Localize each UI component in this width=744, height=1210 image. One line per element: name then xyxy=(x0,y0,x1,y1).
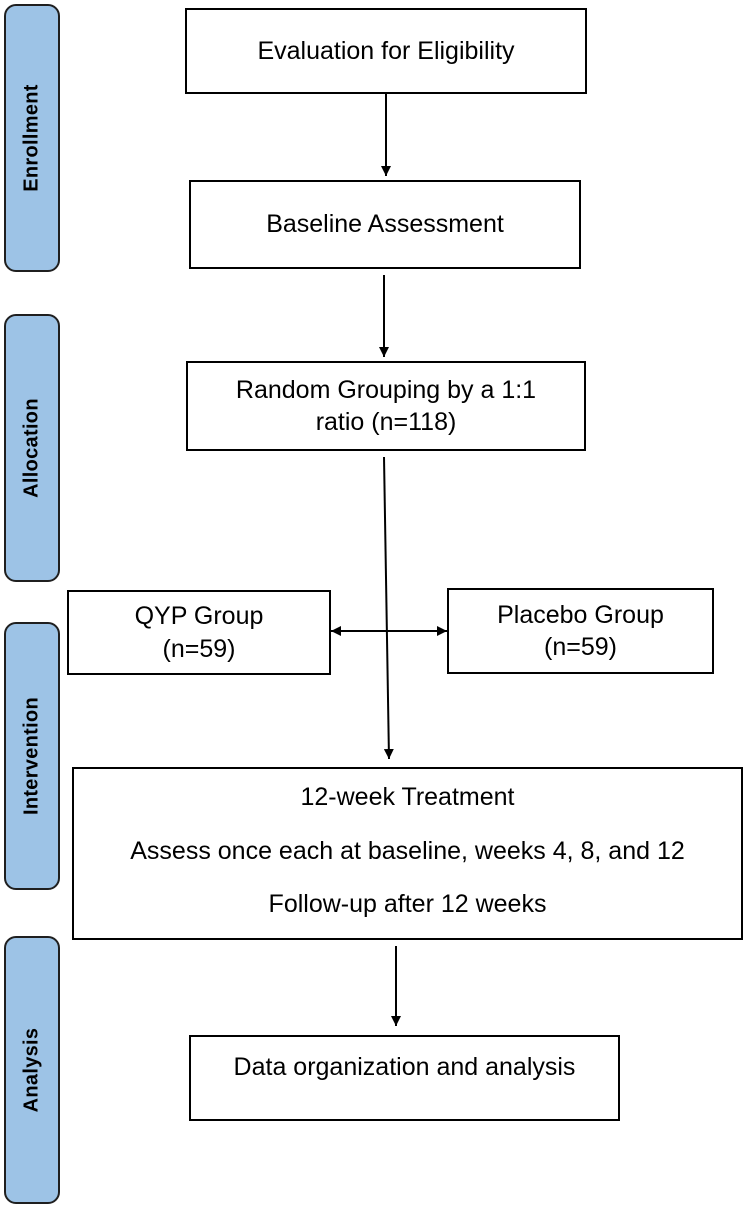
arrow-randomization-to-treatment xyxy=(383,456,394,760)
randomization-text-line1: Random Grouping by a 1:1 xyxy=(235,375,537,404)
placebo-group-box: Placebo Group (n=59) xyxy=(447,588,714,674)
baseline-box: Baseline Assessment xyxy=(189,180,581,269)
randomization-text-line2: ratio (n=118) xyxy=(315,408,457,436)
treatment-followup: Follow-up after 12 weeks xyxy=(268,890,547,918)
randomization-box: Random Grouping by a 1:1 ratio (n=118) xyxy=(186,361,586,451)
analysis-box: Data organization and analysis xyxy=(189,1035,620,1121)
phase-enrollment: Enrollment xyxy=(4,4,60,272)
phase-analysis: Analysis xyxy=(4,936,60,1204)
placebo-group-count: (n=59) xyxy=(544,633,617,661)
treatment-title: 12-week Treatment xyxy=(300,783,515,811)
phase-intervention: Intervention xyxy=(4,622,60,890)
treatment-box: 12-week Treatment Assess once each at ba… xyxy=(72,767,743,940)
placebo-group-label: Placebo Group xyxy=(497,600,664,629)
baseline-text: Baseline Assessment xyxy=(266,210,504,239)
phase-allocation: Allocation xyxy=(4,314,60,582)
eligibility-box: Evaluation for Eligibility xyxy=(185,8,587,94)
analysis-text: Data organization and analysis xyxy=(233,1053,576,1081)
treatment-assessment: Assess once each at baseline, weeks 4, 8… xyxy=(130,836,685,865)
qyp-group-count: (n=59) xyxy=(162,634,236,663)
qyp-group-box: QYP Group (n=59) xyxy=(67,590,331,675)
eligibility-text: Evaluation for Eligibility xyxy=(257,36,515,65)
qyp-group-label: QYP Group xyxy=(134,602,264,630)
